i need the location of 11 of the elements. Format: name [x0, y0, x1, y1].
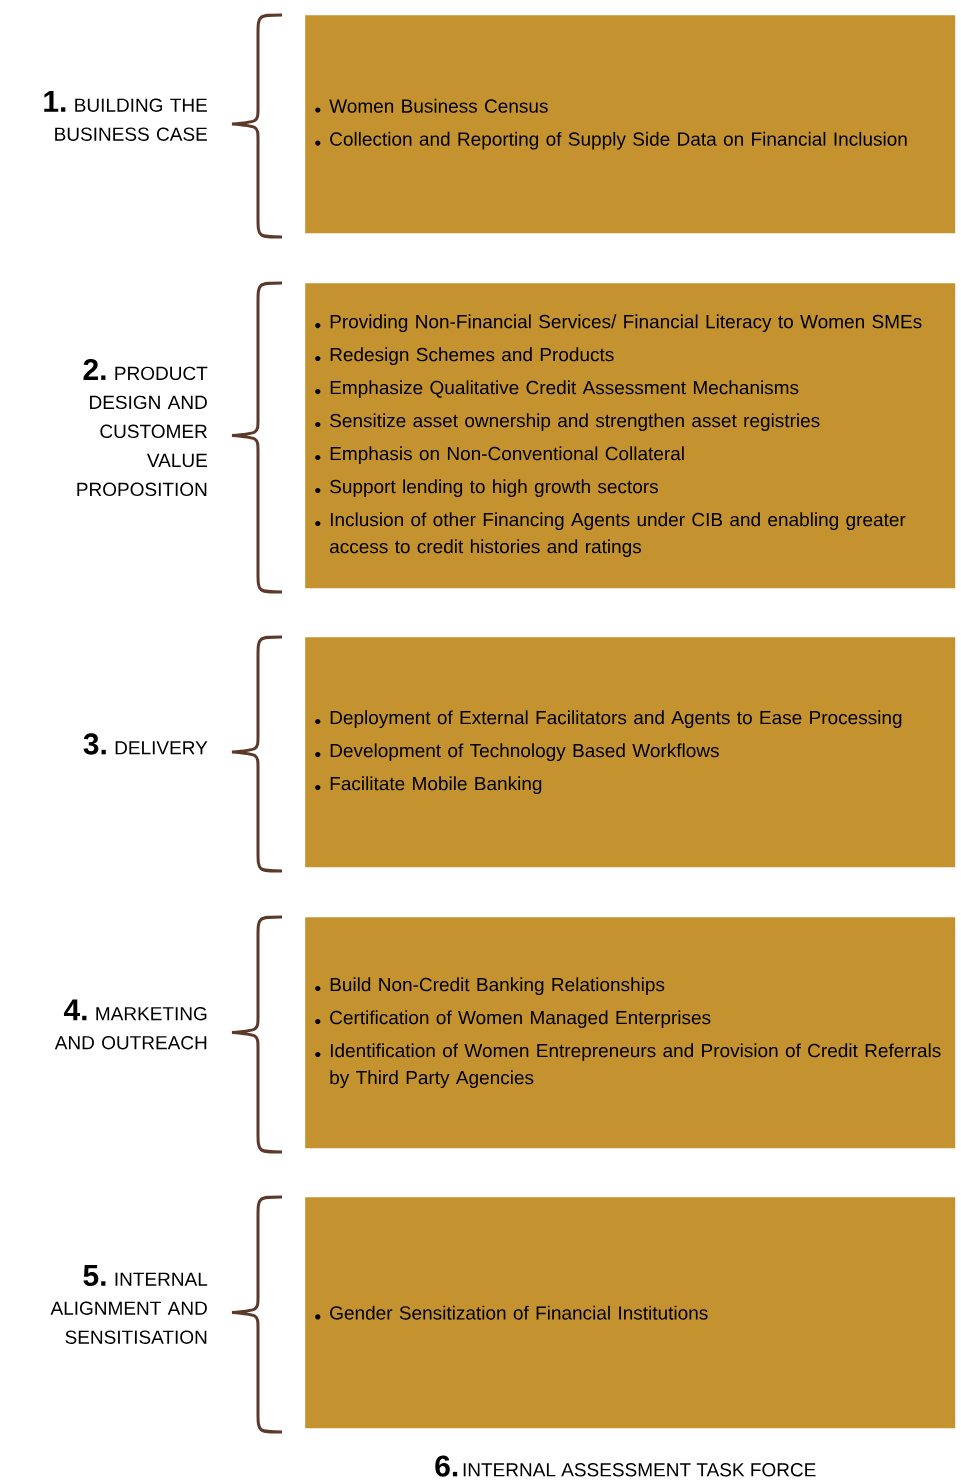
bullet-box: Providing Non-Financial Services/ Financial Literacy to Women SMEs Redesign Schemes and Products Emphasize Qualitative Credit Assessment Mechanisms Sensitize asset ownership and strengthen asset registries Emphasis on Non-Conventional Collateral Support lending to high growth sectors Inclusion of other Financing Agents under CIB and enabling greater access to credit histories and ratings	[305, 283, 956, 589]
bullet-box: Build Non-Credit Banking Relationships Certification of Women Managed Enterprises Identification of Women Entrepreneurs and Provision of Credit Referrals by Third Party Agencies	[305, 917, 956, 1149]
bullet-box: Deployment of External Facilitators and Agents to Ease Processing Development of Technology Based Workflows Facilitate Mobile Banking	[305, 637, 956, 868]
section-label: 6. INTERNAL ASSESSMENT TASK FORCE	[435, 1455, 816, 1477]
bullet-box: Gender Sensitization of Financial Institutions	[305, 1197, 956, 1429]
bullet-box: Women Business Census Collection and Reporting of Supply Side Data on Financial Inclusion	[305, 15, 956, 234]
section-label: 3. DELIVERY	[83, 733, 208, 755]
section-label: 4. MARKETING AND OUTREACH	[54, 999, 207, 1050]
section-label: 5. INTERNAL ALIGNMENT AND SENSITISATION	[50, 1265, 208, 1344]
section-label: 2. PRODUCT DESIGN AND CUSTOMER VALUE PROPOSITION	[77, 358, 208, 497]
section-label: 1. BUILDING THE BUSINESS CASE	[44, 91, 207, 141]
